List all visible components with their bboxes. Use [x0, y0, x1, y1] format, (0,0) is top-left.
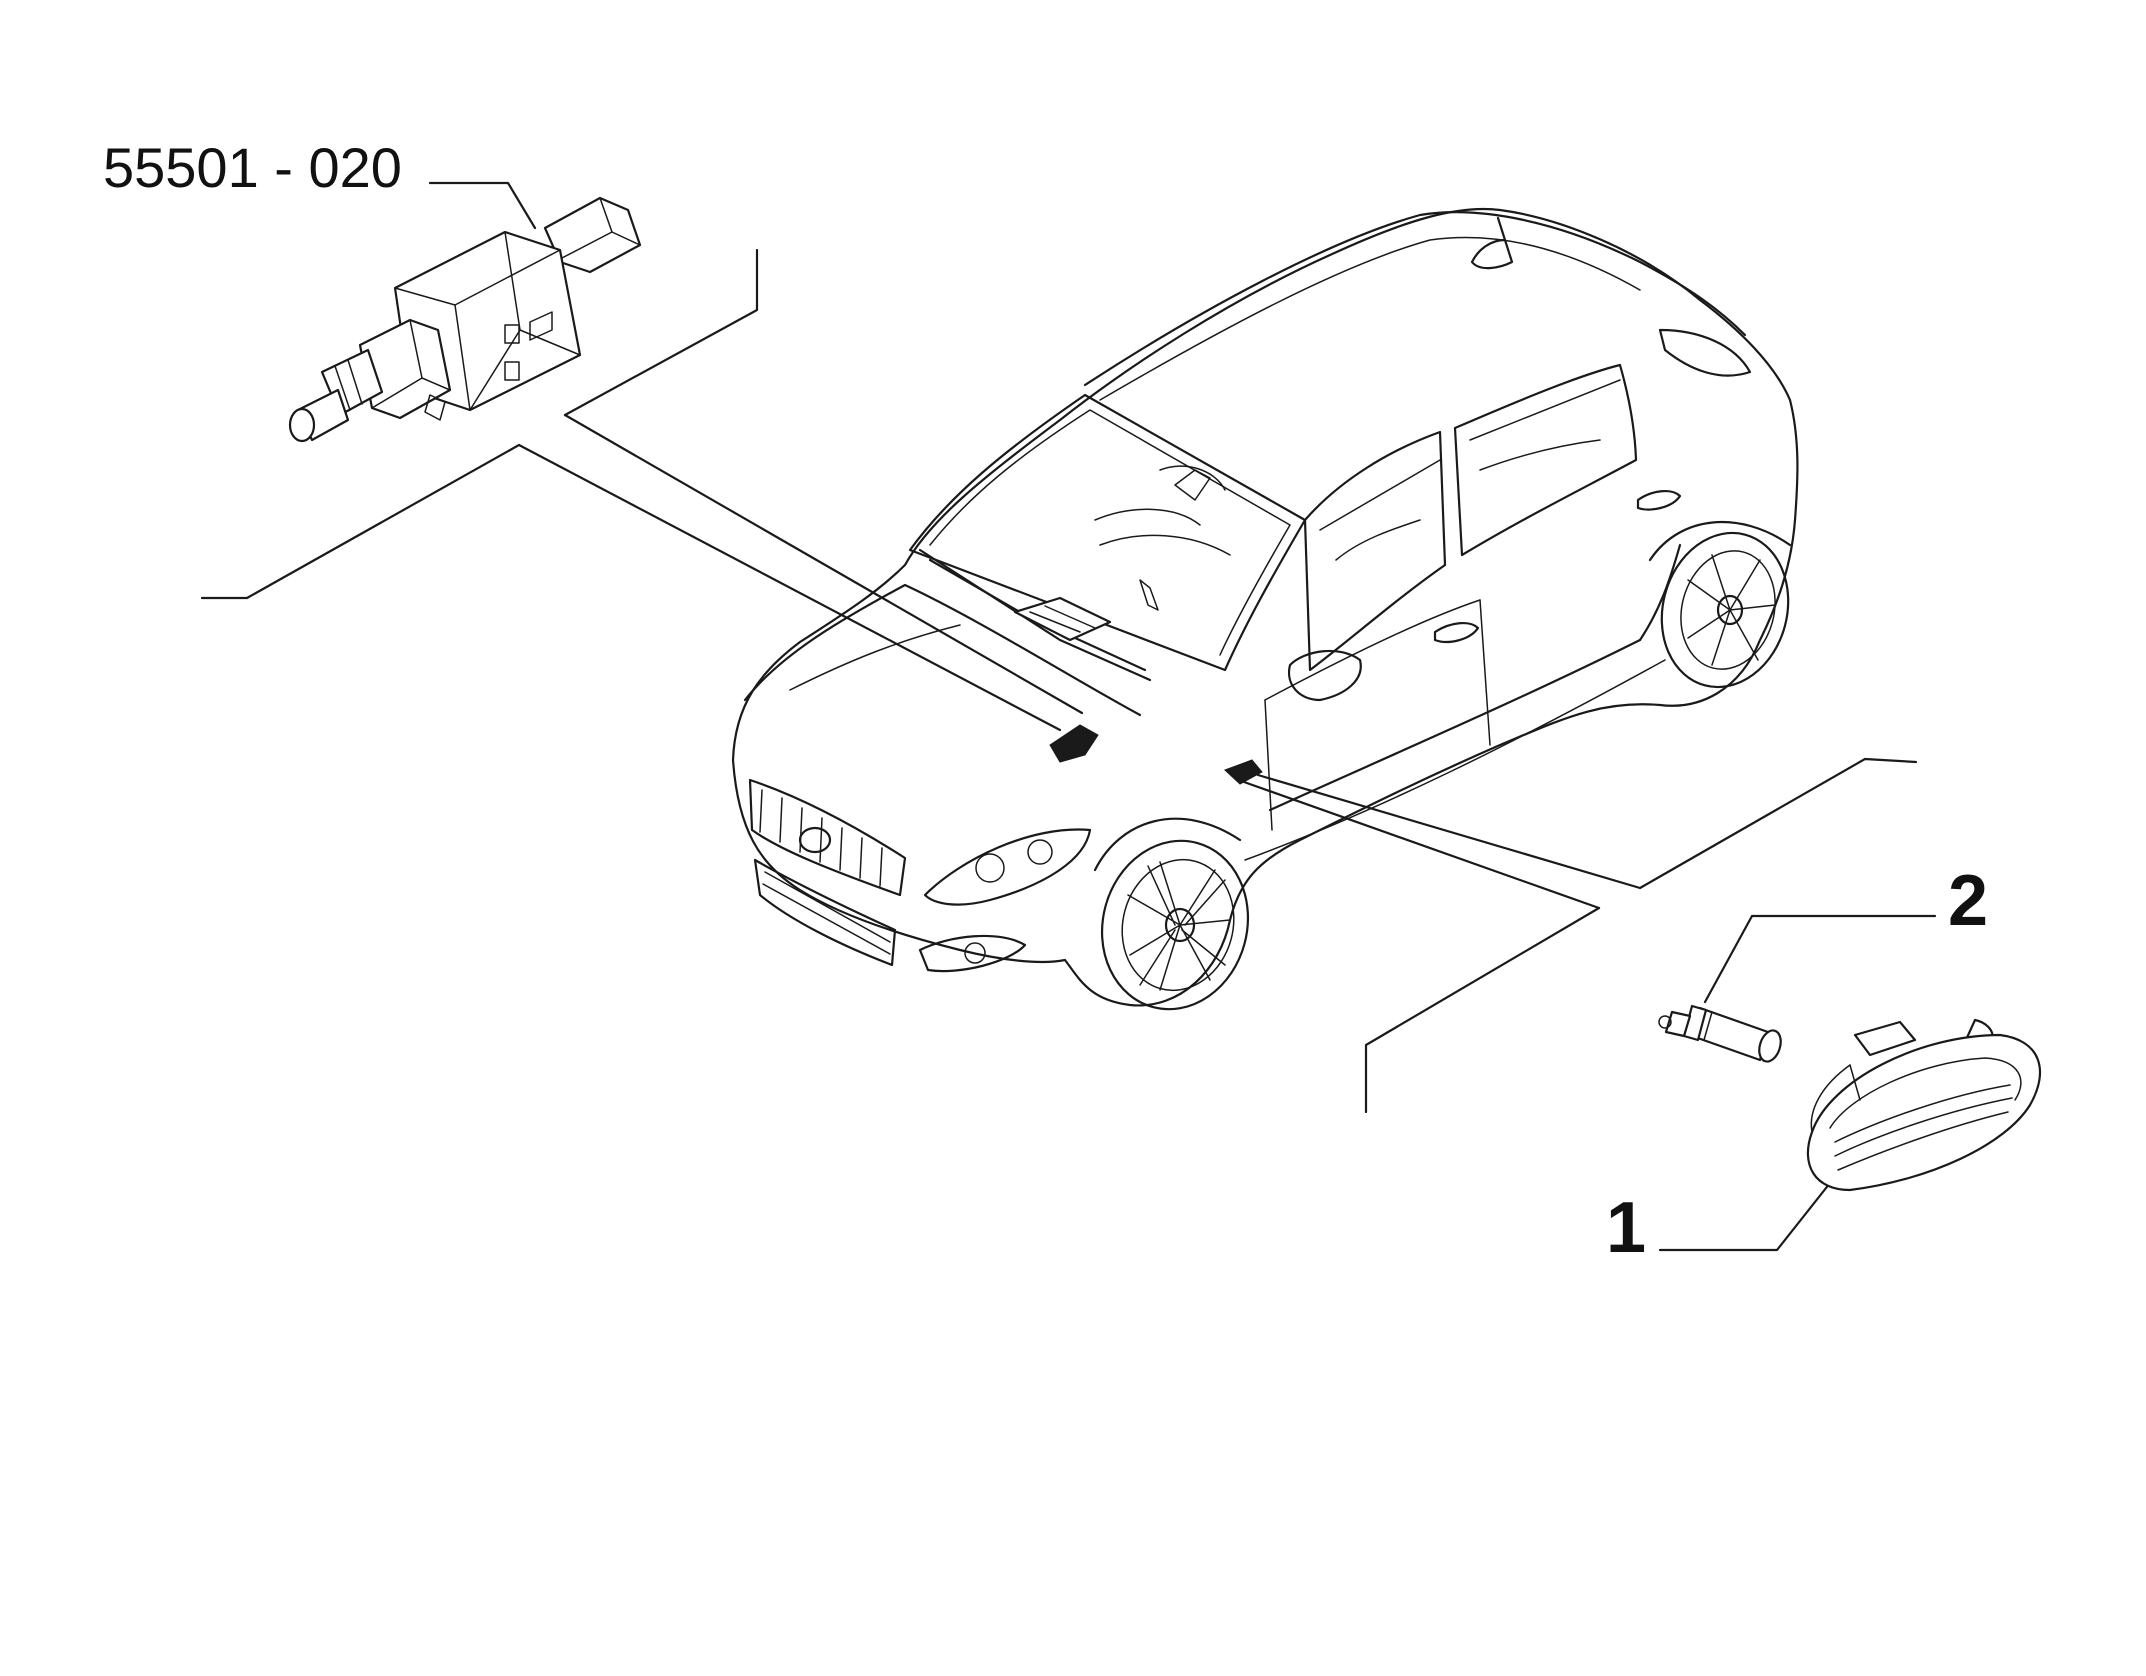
- lamp-pointer-lower: [1242, 780, 1601, 910]
- lamp-pointer-upper: [1256, 773, 1642, 890]
- hatchback-car-icon: [731, 207, 1799, 1011]
- switch-pointer-upper: [563, 413, 1084, 715]
- side-marker-lamp-icon: [1806, 1018, 2042, 1192]
- lamp-bracket-line: [1638, 757, 1918, 890]
- bulb-leader-line: [1703, 914, 1937, 1004]
- lamp-leader-line: [1658, 1181, 1832, 1252]
- leader-lines: [200, 181, 1937, 1252]
- code-leader-line: [428, 181, 537, 230]
- switch-bracket-line-2: [200, 443, 521, 600]
- switch-bracket-line: [563, 248, 759, 417]
- switch-pointer-lower: [517, 443, 1062, 732]
- bulb-icon: [1658, 1004, 1782, 1063]
- part-code-label: 55501 - 020: [103, 136, 402, 199]
- callout-2-label: 2: [1948, 861, 1989, 941]
- brake-light-switch-icon: [288, 196, 642, 443]
- callout-1-label: 1: [1606, 1188, 1647, 1268]
- lamp-bracket-line-2: [1364, 906, 1601, 1114]
